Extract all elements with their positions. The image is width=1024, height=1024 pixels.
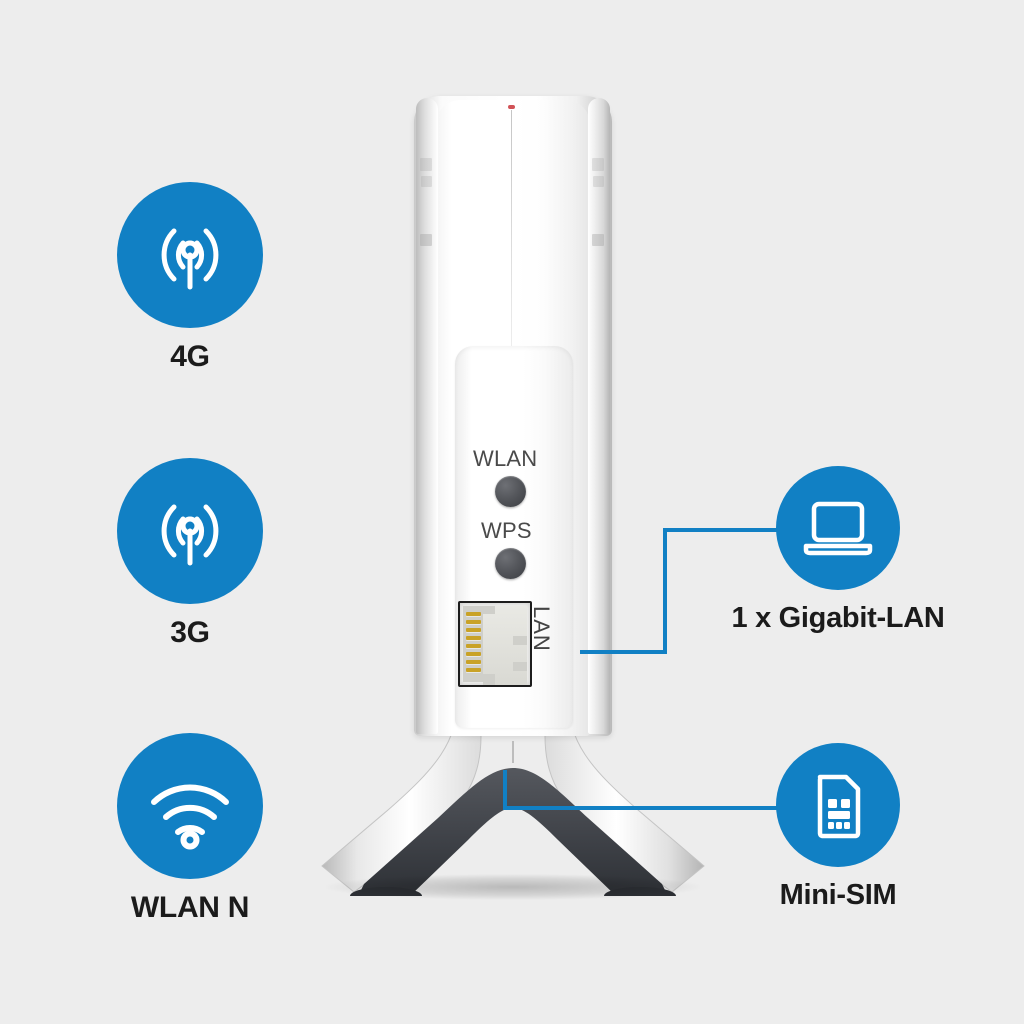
wlan-button-label: WLAN — [473, 446, 538, 471]
feature-mini-sim[interactable]: Mini-SIM — [668, 743, 1008, 910]
feature-4g[interactable]: 4G — [20, 182, 360, 372]
router-status-indicator — [508, 105, 515, 109]
router-emboss-mark-left — [418, 158, 434, 212]
laptop-icon — [776, 466, 900, 590]
wps-button[interactable] — [495, 548, 526, 579]
lan-port-label: LAN — [529, 606, 554, 652]
cell-signal-antenna-icon — [117, 458, 263, 604]
feature-label: WLAN N — [130, 891, 250, 924]
feature-label: 4G — [170, 340, 210, 373]
feature-wlan-n[interactable]: WLAN N — [20, 733, 360, 923]
wps-button-label: WPS — [481, 518, 532, 543]
lan-port-rj45[interactable] — [458, 601, 532, 687]
wifi-icon — [117, 733, 263, 879]
router-seam-line — [511, 110, 512, 360]
feature-label: Mini-SIM — [779, 879, 897, 911]
router-emboss-mark-right — [590, 158, 606, 212]
feature-gigabit-lan[interactable]: 1 x Gigabit-LAN — [668, 466, 1008, 633]
sim-card-icon — [776, 743, 900, 867]
feature-3g[interactable]: 3G — [20, 458, 360, 648]
cell-signal-antenna-icon — [117, 182, 263, 328]
router-panel-pin — [512, 741, 514, 763]
lan-port-pins — [466, 612, 482, 682]
feature-label: 1 x Gigabit-LAN — [731, 602, 945, 634]
wlan-button[interactable] — [495, 476, 526, 507]
router-drop-shadow — [326, 874, 700, 900]
router-emboss-mark-left-2 — [419, 234, 433, 250]
router-bevel-left — [416, 98, 438, 734]
router-emboss-mark-right-2 — [591, 234, 605, 250]
feature-label: 3G — [170, 616, 210, 649]
